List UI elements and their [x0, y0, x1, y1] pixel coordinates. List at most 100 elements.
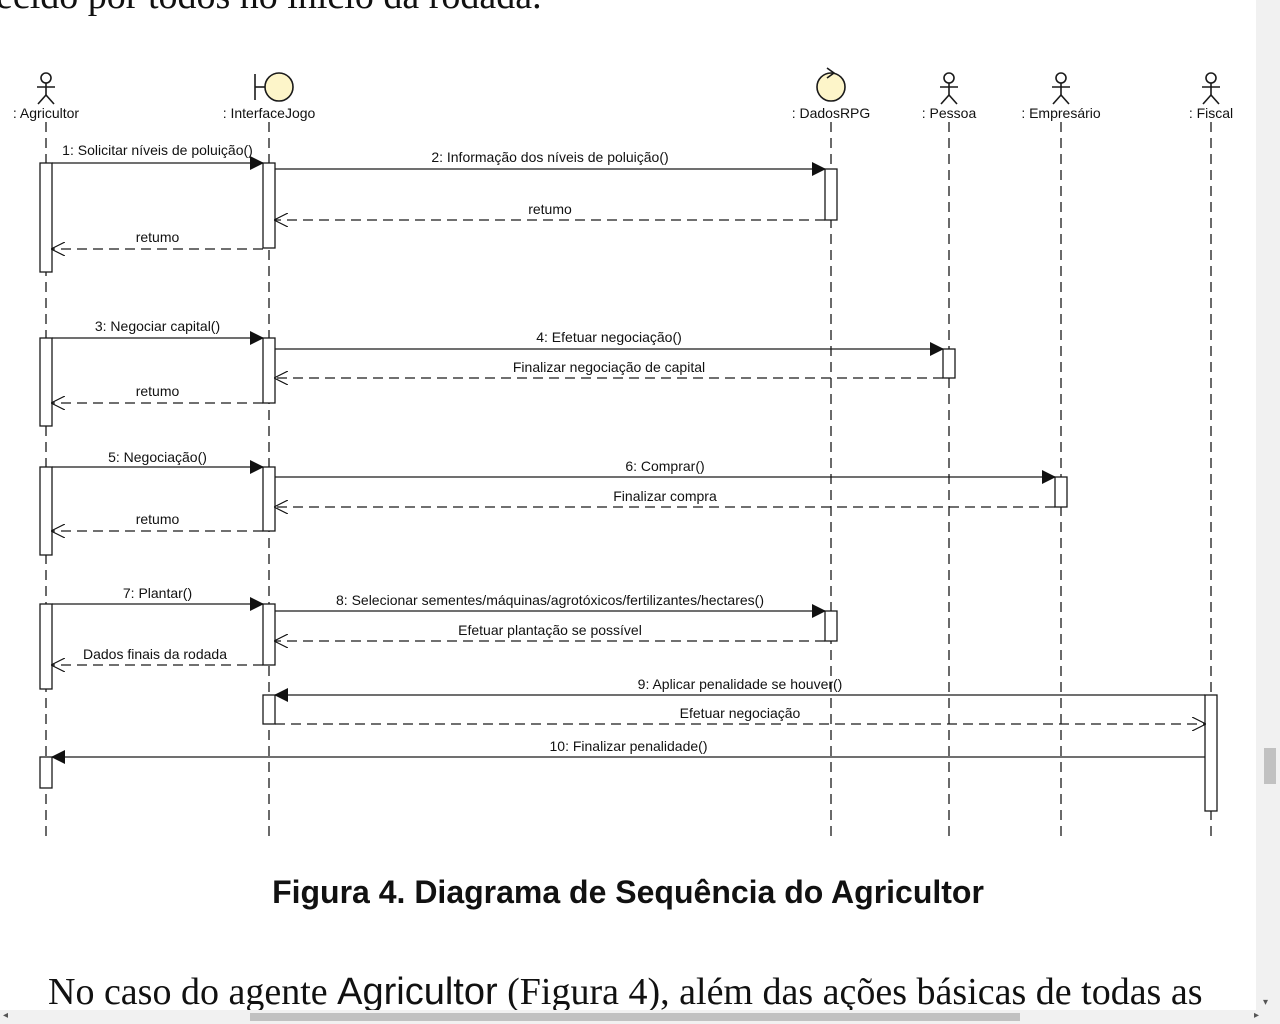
- message-label: 8: Selecionar sementes/máquinas/agrotóxi…: [336, 592, 764, 608]
- boundary-icon: [254, 72, 294, 102]
- lifeline-4: : Pessoa: [922, 72, 977, 121]
- actor-head: [943, 72, 955, 84]
- paragraph-text-end: (Figura 4), além das ações básicas de to…: [497, 971, 1203, 1013]
- message-label: 7: Plantar(): [123, 585, 192, 601]
- vertical-scrollbar[interactable]: ▾: [1256, 0, 1280, 1010]
- activation-bar: [824, 168, 838, 221]
- lifeline-label: : Empresário: [1021, 105, 1101, 121]
- message-label: retumo: [528, 201, 572, 217]
- vertical-scrollbar-thumb[interactable]: [1264, 748, 1276, 784]
- activation-bar: [39, 603, 53, 690]
- lifeline-5: : Empresário: [1021, 72, 1101, 121]
- scroll-down-arrow-icon[interactable]: ▾: [1263, 997, 1269, 1008]
- lifeline-label: : Pessoa: [922, 105, 977, 121]
- lifeline-1: : Agricultor: [13, 72, 79, 121]
- message-3: retumo: [275, 201, 825, 220]
- message-label: Finalizar negociação de capital: [513, 359, 705, 375]
- paragraph-text-start: No caso do agente: [48, 971, 338, 1013]
- control-icon: [816, 67, 846, 102]
- actor-icon: [1052, 72, 1070, 105]
- activation-bar: [1204, 694, 1218, 812]
- message-label: 6: Comprar(): [625, 458, 704, 474]
- actor-icon: [1202, 72, 1220, 105]
- lifeline-label: : Agricultor: [13, 105, 79, 121]
- control-circle: [816, 72, 846, 102]
- following-paragraph-text: No caso do agente Agricultor (Figura 4),…: [48, 970, 1203, 1014]
- message-label: Efetuar negociação: [680, 705, 801, 721]
- message-label: Dados finais da rodada: [83, 646, 227, 662]
- message-label: retumo: [136, 383, 180, 399]
- actor-icon: [37, 72, 55, 105]
- message-8: retumo: [52, 383, 263, 403]
- message-label: 9: Aplicar penalidade se houver(): [638, 676, 843, 692]
- message-15: Efetuar plantação se possível: [275, 622, 825, 641]
- figure-caption: Figura 4. Diagrama de Sequência do Agric…: [272, 874, 984, 910]
- paragraph-term: Agricultor: [337, 971, 498, 1013]
- message-label: retumo: [136, 511, 180, 527]
- actor-icon: [940, 72, 958, 105]
- actor-head: [1055, 72, 1067, 84]
- horizontal-scrollbar[interactable]: ◂ ▸: [0, 1010, 1280, 1024]
- lifeline-label: : Fiscal: [1189, 105, 1233, 121]
- activation-bar: [824, 610, 838, 642]
- actor-head: [1205, 72, 1217, 84]
- message-18: Efetuar negociação: [275, 705, 1205, 724]
- activation-bar: [942, 348, 956, 379]
- message-10: 6: Comprar(): [275, 458, 1056, 484]
- actor-leg-right: [1210, 94, 1220, 105]
- message-6: 4: Efetuar negociação(): [275, 329, 944, 356]
- message-label: 3: Negociar capital(): [95, 318, 220, 334]
- sequence-diagram: 1: Solicitar níveis de poluição() 2: Info…: [13, 67, 1233, 838]
- horizontal-scrollbar-thumb[interactable]: [250, 1013, 1020, 1021]
- scroll-left-arrow-icon[interactable]: ◂: [3, 1010, 9, 1021]
- activation-bar: [39, 756, 53, 789]
- message-13: 7: Plantar(): [52, 585, 264, 611]
- message-label: 1: Solicitar níveis de poluição(): [62, 142, 253, 158]
- scroll-right-arrow-icon[interactable]: ▸: [1254, 1010, 1260, 1021]
- actor-leg-left: [37, 94, 47, 105]
- lifeline-3: : DadosRPG: [792, 67, 871, 121]
- control-arrowhead: [826, 67, 836, 79]
- message-5: 3: Negociar capital(): [52, 318, 264, 345]
- message-label: 5: Negociação(): [108, 449, 207, 465]
- activation-bar: [39, 337, 53, 427]
- message-label: Efetuar plantação se possível: [458, 622, 642, 638]
- message-14: 8: Selecionar sementes/máquinas/agrotóxi…: [275, 592, 826, 618]
- message-label: Finalizar compra: [613, 488, 717, 504]
- actor-leg-right: [45, 94, 55, 105]
- activation-bar: [39, 162, 53, 273]
- message-7: Finalizar negociação de capital: [275, 359, 943, 378]
- activation-bar: [262, 694, 276, 725]
- actor-head: [40, 72, 52, 84]
- activation-bar: [262, 466, 276, 532]
- message-12: retumo: [52, 511, 263, 531]
- actor-leg-left: [1202, 94, 1212, 105]
- actor-leg-left: [1052, 94, 1062, 105]
- message-19: 10: Finalizar penalidade(): [51, 738, 1205, 764]
- message-4: retumo: [52, 229, 263, 249]
- message-label: 10: Finalizar penalidade(): [550, 738, 708, 754]
- message-1: 1: Solicitar níveis de poluição(): [52, 142, 264, 170]
- boundary-circle: [264, 72, 294, 102]
- message-2: 2: Informação dos níveis de poluição(): [275, 149, 826, 176]
- lifeline-2: : InterfaceJogo: [223, 72, 316, 121]
- activation-bar: [262, 337, 276, 404]
- lifeline-label: : InterfaceJogo: [223, 105, 316, 121]
- lifeline-label: : DadosRPG: [792, 105, 871, 121]
- activation-bar: [39, 466, 53, 556]
- activation-bar: [1054, 476, 1068, 508]
- lifeline-6: : Fiscal: [1189, 72, 1233, 121]
- message-9: 5: Negociação(): [52, 449, 264, 474]
- activation-bar: [262, 603, 276, 666]
- message-11: Finalizar compra: [275, 488, 1055, 507]
- actor-leg-right: [1060, 94, 1070, 105]
- actor-leg-right: [948, 94, 958, 105]
- activation-bar: [262, 162, 276, 249]
- actor-leg-left: [940, 94, 950, 105]
- message-16: Dados finais da rodada: [52, 646, 263, 665]
- message-label: retumo: [136, 229, 180, 245]
- message-17: 9: Aplicar penalidade se houver(): [274, 676, 1205, 702]
- message-label: 2: Informação dos níveis de poluição(): [431, 149, 668, 165]
- preceding-paragraph-text: ecido por todos no início da rodada.: [0, 0, 542, 18]
- message-label: 4: Efetuar negociação(): [536, 329, 682, 345]
